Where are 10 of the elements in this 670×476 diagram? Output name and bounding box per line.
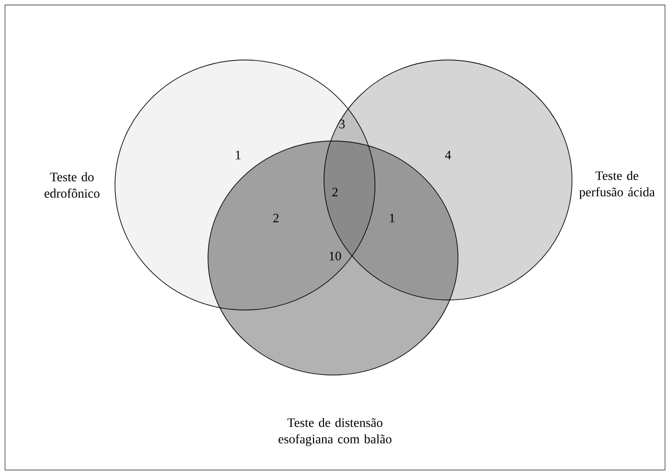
- region-count: 1: [236, 150, 240, 160]
- set-label: Teste do edrofônico: [44, 172, 100, 198]
- region-count: 4: [445, 150, 452, 160]
- set-label: Teste de perfusão ácida: [579, 170, 655, 200]
- region-count: 10: [330, 252, 341, 260]
- region-count: 3: [339, 120, 345, 128]
- region-count: 2: [332, 188, 338, 196]
- set-label: Teste de distensão esofagiana com balão: [278, 418, 392, 446]
- region-count: 1: [390, 214, 394, 222]
- region-count: 2: [273, 214, 279, 222]
